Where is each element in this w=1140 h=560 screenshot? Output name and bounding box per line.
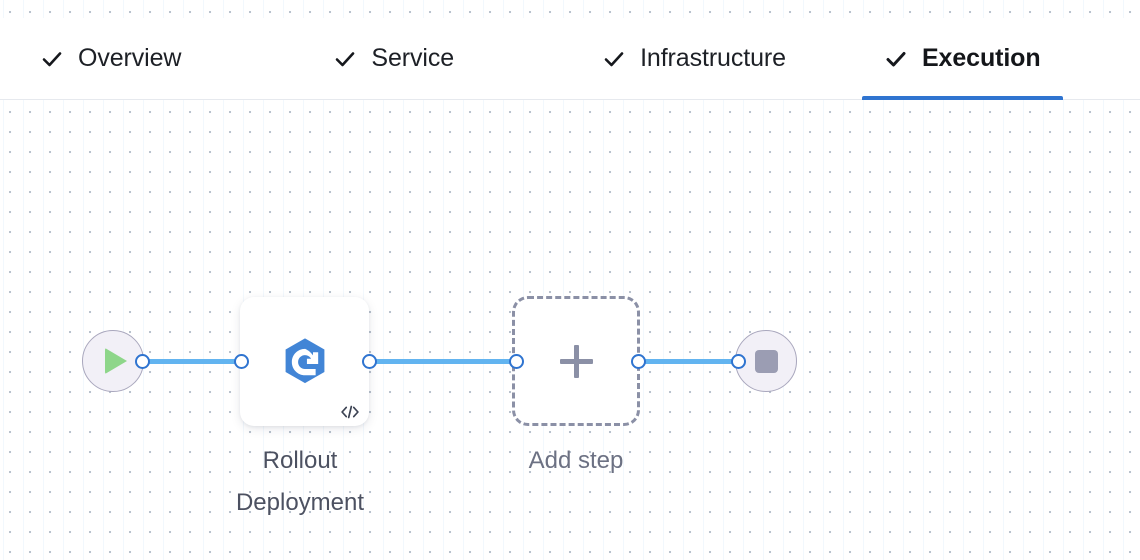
- port-rollout-input[interactable]: [234, 354, 249, 369]
- code-icon: [340, 404, 360, 420]
- tab-overview[interactable]: Overview: [18, 18, 203, 100]
- check-icon: [602, 47, 626, 71]
- port-addstep-input[interactable]: [509, 354, 524, 369]
- tab-label: Execution: [921, 44, 1041, 72]
- pipeline-graph: Rollout Deployment Add step: [0, 100, 1140, 560]
- tab-service[interactable]: Service: [311, 18, 476, 100]
- step-card-rollout-deployment[interactable]: [240, 297, 369, 426]
- connector-rollout-to-addstep[interactable]: [366, 359, 518, 364]
- check-icon: [40, 47, 64, 71]
- tab-label: Infrastructure: [640, 44, 786, 72]
- connector-addstep-to-end[interactable]: [636, 359, 740, 364]
- tab-label: Overview: [78, 44, 182, 72]
- step-caption-line-2: Deployment: [235, 489, 365, 516]
- active-tab-indicator: [861, 95, 1063, 100]
- tab-label: Service: [371, 44, 455, 72]
- tab-execution[interactable]: Execution: [861, 18, 1063, 100]
- plus-icon-vertical: [573, 344, 579, 378]
- check-icon: [884, 47, 908, 71]
- pipeline-start-node[interactable]: [82, 330, 144, 392]
- stage-tab-bar: Overview Service Infrastructure Executio…: [0, 18, 1140, 100]
- stop-icon: [754, 349, 778, 373]
- port-start-output[interactable]: [135, 354, 150, 369]
- tab-infrastructure[interactable]: Infrastructure: [580, 18, 808, 100]
- step-caption-line-1: Rollout: [262, 447, 338, 474]
- port-rollout-output[interactable]: [362, 354, 377, 369]
- add-step-node[interactable]: [512, 296, 640, 426]
- connector-start-to-rollout[interactable]: [140, 359, 244, 364]
- check-icon: [333, 47, 357, 71]
- port-addstep-output[interactable]: [631, 354, 646, 369]
- play-icon: [105, 348, 127, 374]
- rollout-hexagon-icon: [278, 335, 332, 389]
- add-step-caption: Add step: [528, 447, 624, 474]
- port-end-input[interactable]: [731, 354, 746, 369]
